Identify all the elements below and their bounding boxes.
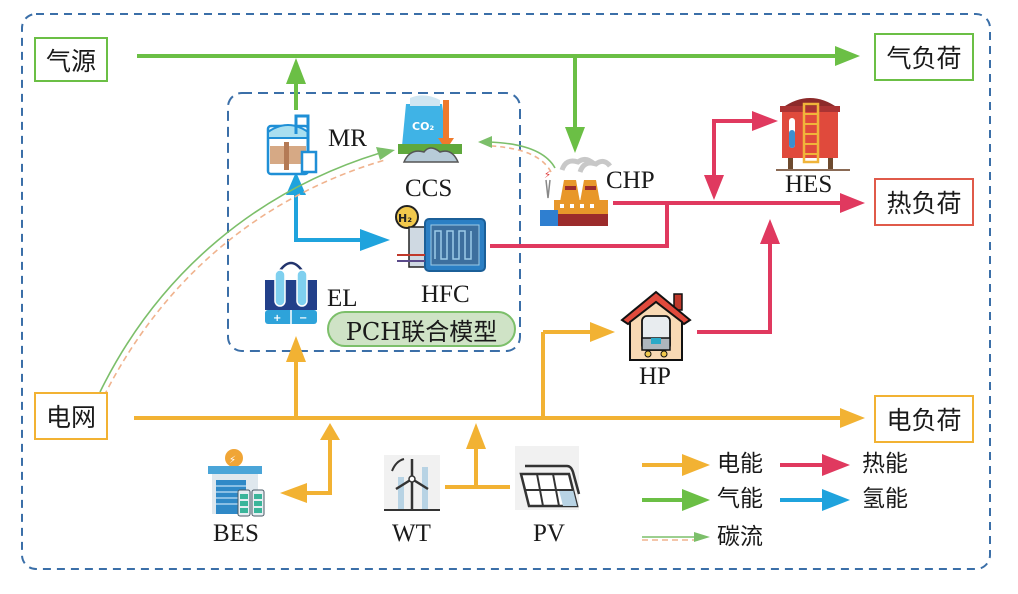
legend-heat-arrow [780,454,850,476]
hydrogen-flows [294,190,365,242]
gas-source-label: 气源 [45,46,96,76]
mr-reactor-icon [266,114,318,176]
electric-arrow-renewable-up [466,423,486,449]
heat-arrowheads [704,111,865,244]
el-electrolyzer-icon: + − [265,261,317,324]
svg-text:⚡: ⚡ [229,455,236,466]
heat-arrow-hp-up [760,219,780,244]
legend-electric-arrow [642,454,710,476]
legend-electric-label: 电能 [717,451,763,477]
electric-arrowheads [280,322,865,503]
hes-storage-tank-icon [776,98,850,171]
pch-model-frame [227,92,521,352]
ccs-label: CCS [405,175,453,202]
hydrogen-arrow-to-hfc [360,229,390,251]
svg-text:+: + [273,313,281,324]
gas-load-label: 气负荷 [886,44,962,73]
hfc-label: HFC [421,281,470,308]
heat-load-label: 热负荷 [886,189,962,218]
mr-label: MR [328,125,367,152]
svg-text:−: − [299,313,307,324]
legend-heat-label: 热能 [862,451,908,477]
legend-carbon-arrow [642,532,710,542]
chp-label: CHP [606,167,655,194]
heat-arrow-to-heatload [840,193,865,213]
gas-arrowheads [286,46,860,153]
pch-model-badge: PCH联合模型 [327,311,516,347]
electric-load-box: 电负荷 [874,395,974,443]
grid-box: 电网 [34,392,108,440]
legend [642,454,850,542]
pv-solar-panel-icon [515,446,581,510]
heat-flows [490,119,840,334]
legend-carbon-label: 碳流 [717,524,763,550]
electric-arrow-to-el [286,336,306,362]
legend-hydrogen-label: 氢能 [862,486,908,512]
legend-gas-arrow [642,489,710,511]
carbon-arrow-to-ccs-left [376,147,395,160]
carbon-arrow-to-ccs-right [478,136,492,148]
electric-bes-line [305,432,332,495]
heat-hp-line [697,240,772,334]
svg-text:H₂: H₂ [398,212,412,225]
hydrogen-arrow-to-mr [286,172,306,195]
heat-hes-line [712,119,755,180]
gas-arrow-to-chp [565,127,585,153]
electric-flows [134,330,840,495]
carbon-chp-to-ccs-dashed [491,145,552,173]
pv-label: PV [533,520,565,547]
chp-plant-icon: ⚡ [540,156,612,226]
bes-label: BES [213,520,259,547]
heat-arrow-from-hes [704,175,724,200]
gas-source-box: 气源 [34,37,108,82]
el-label: EL [327,285,358,312]
carbon-chp-to-ccs-solid [487,141,556,169]
legend-hydrogen-arrow [780,489,850,511]
legend-gas-label: 气能 [717,486,763,512]
svg-text:⚡: ⚡ [544,170,551,181]
ccs-co2-icon: CO₂ [398,95,462,163]
hp-label: HP [639,363,671,390]
carbon-flows [99,141,556,397]
electric-arrow-bes-up [320,423,340,440]
carbon-grid-to-ccs-dashed [103,159,386,397]
wt-wind-turbine-icon [384,455,440,511]
hydrogen-line [294,190,365,242]
carbon-arrowheads [376,136,492,160]
outer-system-frame [21,13,991,570]
hes-label: HES [785,171,833,198]
gas-flows [137,54,835,130]
heat-load-box: 热负荷 [874,178,974,226]
hydrogen-arrowheads [286,172,390,251]
electric-arrow-to-bes [280,483,307,503]
svg-text:CO₂: CO₂ [412,120,434,133]
carbon-grid-to-ccs-solid [99,152,381,393]
bes-battery-storage-icon: ⚡ [208,449,265,517]
grid-label: 电网 [45,403,96,432]
electric-arrow-to-hp [590,322,615,342]
wt-label: WT [392,520,431,547]
gas-arrow-mr-up [286,58,306,84]
pch-model-label: PCH联合模型 [345,317,498,346]
hfc-fuel-cell-icon: H₂ [395,205,486,272]
heat-hfc-line [490,203,669,248]
hp-heat-pump-house-icon [620,290,692,361]
gas-load-box: 气负荷 [874,33,974,81]
electric-arrow-to-eload [840,408,865,428]
electric-load-label: 电负荷 [886,406,962,435]
heat-arrow-to-hes [752,111,778,131]
gas-arrow-to-gasload [835,46,860,66]
